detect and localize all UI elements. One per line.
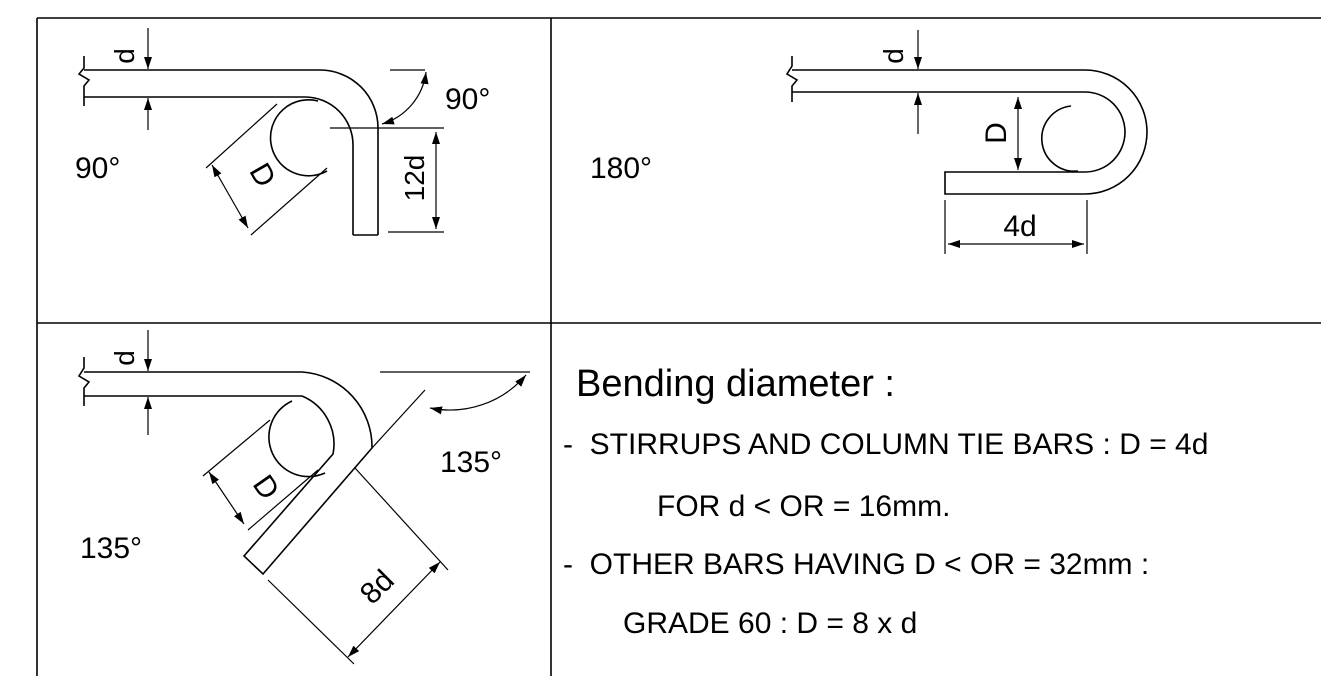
notes-heading: Bending diameter : <box>576 363 895 405</box>
hook-90-bend-dia-label: D <box>243 158 282 193</box>
hook-135-angle-label: 135° <box>440 446 502 479</box>
hook-90-angle-label: 90° <box>445 83 490 116</box>
hook-90-dimensions <box>144 28 444 236</box>
table-grid <box>36 17 1321 676</box>
notes-line-4: GRADE 60 : D = 8 x d <box>623 607 917 640</box>
hook-180-bar-dia-label: d <box>878 48 909 64</box>
notes-line-1: - STIRRUPS AND COLUMN TIE BARS : D = 4d <box>563 428 1208 461</box>
hook-180-bend-dia-label: D <box>980 122 1013 144</box>
hook-135-dimensions <box>144 330 530 665</box>
hook-90-bar <box>77 56 379 236</box>
notes-line-3: - OTHER BARS HAVING D < OR = 32mm : <box>563 548 1149 581</box>
bending-notes: Bending diameter : - STIRRUPS AND COLUMN… <box>563 363 1208 640</box>
hook-135-panel: 135° 135° d D 8d <box>77 330 530 665</box>
hook-90-title: 90° <box>75 152 120 185</box>
hook-90-bar-dia-label: d <box>109 48 140 64</box>
hook-90-extension-label: 12d <box>399 155 430 202</box>
hook-135-bend-dia-label: D <box>246 469 285 506</box>
hook-90-panel: 90° 90° d 12d D <box>75 28 490 236</box>
hook-180-extension-label: 4d <box>1003 210 1036 243</box>
hook-135-extension-label: 8d <box>354 564 401 611</box>
hook-135-title: 135° <box>80 532 142 565</box>
hook-180-title: 180° <box>590 152 652 185</box>
hook-180-panel: 180° d D 4d <box>590 30 1148 254</box>
hook-180-bar <box>785 56 1148 195</box>
hook-180-dimensions <box>914 30 1088 254</box>
notes-line-2: FOR d < OR = 16mm. <box>657 490 950 523</box>
hook-135-bar-dia-label: d <box>109 350 140 366</box>
